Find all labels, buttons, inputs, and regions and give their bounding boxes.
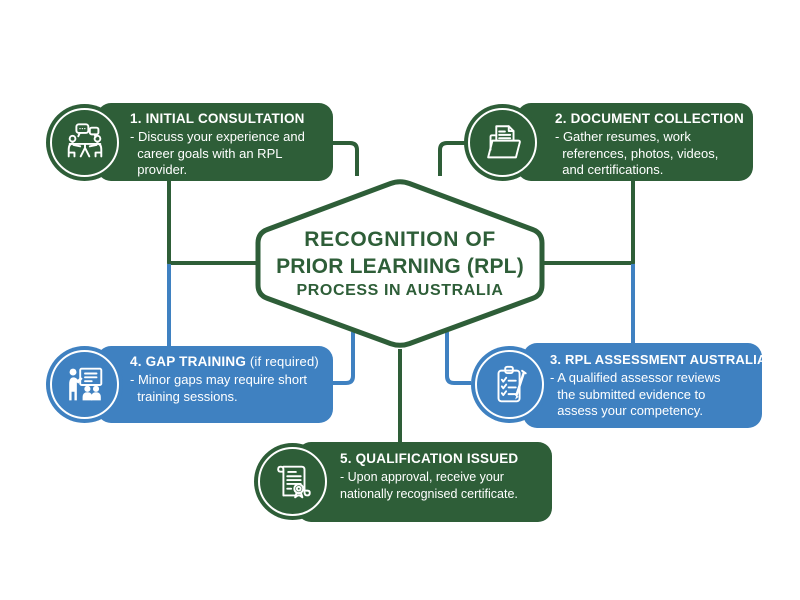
step-box-gap-training: 4. GAP TRAINING (if required) - Minor ga…	[97, 346, 333, 423]
step-title: 3. RPL ASSESSMENT AUSTRALIA	[550, 352, 767, 367]
connector-hexagon-step4	[333, 332, 355, 385]
connector-hexagon-step3	[445, 332, 471, 385]
step2-badge	[464, 104, 541, 181]
consultation-icon	[50, 108, 119, 177]
step-box-rpl-assessment: 3. RPL ASSESSMENT AUSTRALIA - A qualifie…	[523, 343, 767, 428]
step-title: 2. DOCUMENT COLLECTION	[555, 111, 744, 126]
step-title: 1. INITIAL CONSULTATION	[130, 111, 305, 126]
step-description: - A qualified assessor reviews the submi…	[550, 370, 721, 418]
step-description: - Minor gaps may require short training …	[130, 372, 308, 404]
step-box-qualification-issued: 5. QUALIFICATION ISSUED - Upon approval,…	[297, 442, 552, 522]
hexagon-title-line2: PRIOR LEARNING (RPL)	[276, 255, 524, 278]
document-folder-icon	[468, 108, 537, 177]
connector-step2-hexagon	[438, 141, 465, 176]
hexagon-title: RECOGNITION OF PRIOR LEARNING (RPL) PROC…	[250, 227, 550, 302]
clipboard-checklist-icon	[475, 350, 544, 419]
certificate-icon	[258, 447, 327, 516]
step-box-document-collection: 2. DOCUMENT COLLECTION - Gather resumes,…	[517, 103, 753, 181]
step-box-initial-consultation: 1. INITIAL CONSULTATION - Discuss your e…	[97, 103, 333, 181]
step-description: - Upon approval, receive your nationally…	[340, 470, 518, 501]
step-title: 4. GAP TRAINING (if required)	[130, 353, 327, 371]
connector-step1-left	[167, 181, 256, 265]
hexagon-title-line3: PROCESS IN AUSTRALIA	[296, 282, 504, 299]
step3-badge	[471, 346, 548, 423]
step-description: - Discuss your experience and career goa…	[130, 129, 305, 177]
step5-badge	[254, 443, 331, 520]
training-presentation-icon	[50, 350, 119, 419]
step-description: - Gather resumes, work references, photo…	[555, 129, 719, 177]
hexagon-outline	[255, 179, 545, 348]
hexagon-title-line1: RECOGNITION OF	[304, 228, 496, 251]
step1-badge	[46, 104, 123, 181]
step4-badge	[46, 346, 123, 423]
connector-step2-right	[544, 181, 635, 265]
connector-step1-hexagon	[333, 141, 359, 176]
step-title-note: (if required)	[246, 354, 319, 369]
step-title-bold: 4. GAP TRAINING	[130, 354, 247, 369]
step-title: 5. QUALIFICATION ISSUED	[340, 451, 519, 466]
